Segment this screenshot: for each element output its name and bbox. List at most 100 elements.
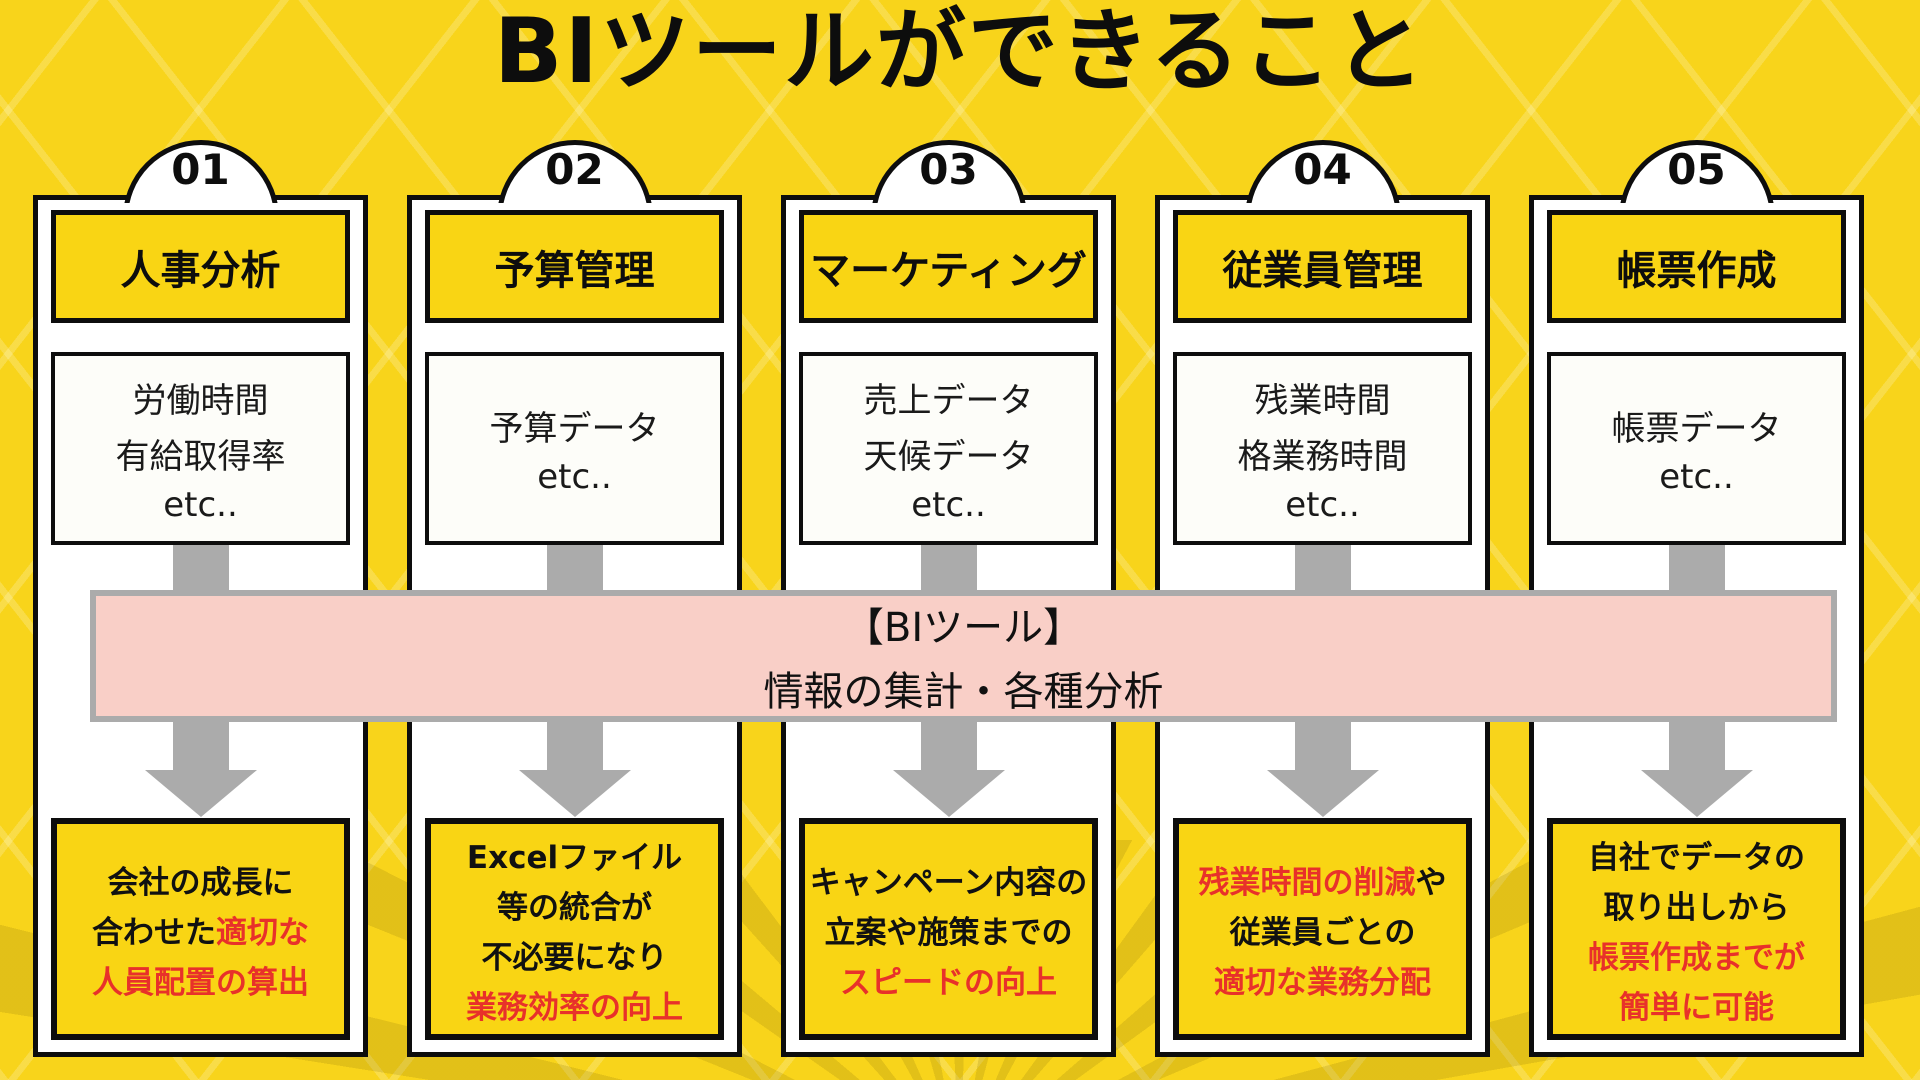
arrow-down-head bbox=[1640, 770, 1753, 817]
outcome-line: 不必要になり bbox=[482, 932, 668, 977]
outcome-box: 自社でデータの 取り出しから 帳票作成までが 簡単に可能 bbox=[1547, 818, 1846, 1040]
category-label: 従業員管理 bbox=[1222, 247, 1423, 294]
column-04-employee-management: 04 従業員管理 残業時間 格業務時間 etc.. 残業時間の削減や 従業員ごと… bbox=[1155, 140, 1490, 1057]
outcome-line: 会社の成長に bbox=[108, 857, 294, 902]
input-data-box: 残業時間 格業務時間 etc.. bbox=[1173, 352, 1472, 545]
outcome-line: 簡単に可能 bbox=[1619, 982, 1774, 1027]
outcome-line: 帳票作成までが bbox=[1588, 932, 1805, 977]
outcome-text-segment-red: 残業時間の削減 bbox=[1198, 864, 1416, 901]
outcome-text-segment-red: 人員配置の算出 bbox=[92, 964, 309, 1001]
category-label: 人事分析 bbox=[120, 247, 281, 294]
arrow-down-head bbox=[144, 770, 257, 817]
category-header: 帳票作成 bbox=[1547, 210, 1846, 323]
arrow-down-stem-lower bbox=[920, 720, 977, 772]
arrow-down-stem-upper bbox=[172, 545, 229, 595]
category-header: 従業員管理 bbox=[1173, 210, 1472, 323]
outcome-box: キャンペーン内容の 立案や施策までの スピードの向上 bbox=[799, 818, 1098, 1040]
outcome-text-segment: キャンペーン内容の bbox=[809, 864, 1088, 901]
input-item: 予算データ bbox=[489, 408, 660, 449]
outcome-line: 業務効率の向上 bbox=[466, 982, 683, 1027]
category-header: 予算管理 bbox=[425, 210, 724, 323]
outcome-line: 従業員ごとの bbox=[1230, 907, 1416, 952]
input-item: 格業務時間 bbox=[1237, 436, 1408, 477]
outcome-box: Excelファイル 等の統合が 不必要になり 業務効率の向上 bbox=[425, 818, 724, 1040]
outcome-text-segment: 立案や施策までの bbox=[824, 914, 1073, 951]
arrow-down-stem-upper bbox=[920, 545, 977, 595]
input-item: 天候データ bbox=[863, 436, 1034, 477]
arrow-down-head bbox=[1266, 770, 1379, 817]
input-data-box: 帳票データ etc.. bbox=[1547, 352, 1846, 545]
category-label: 予算管理 bbox=[494, 247, 655, 294]
outcome-text-segment: 会社の成長に bbox=[107, 864, 294, 901]
column-05-report-creation: 05 帳票作成 帳票データ etc.. 自社でデータの 取り出しから 帳票作成ま… bbox=[1529, 140, 1864, 1057]
outcome-line: 適切な業務分配 bbox=[1214, 957, 1431, 1002]
outcome-line: 合わせた適切な bbox=[92, 907, 309, 952]
arrow-down-stem-lower bbox=[1294, 720, 1351, 772]
outcome-line: 立案や施策までの bbox=[825, 907, 1073, 952]
input-item: 帳票データ bbox=[1611, 408, 1782, 449]
input-data-box: 予算データ etc.. bbox=[425, 352, 724, 545]
step-number: 04 bbox=[1293, 145, 1352, 194]
outcome-text-segment: 合わせた bbox=[92, 914, 216, 951]
step-number: 02 bbox=[545, 145, 604, 194]
outcome-text-segment-red: 帳票作成までが bbox=[1588, 939, 1805, 976]
input-item: etc.. bbox=[163, 484, 238, 525]
arrow-down-stem-lower bbox=[172, 720, 229, 772]
category-header: マーケティング bbox=[799, 210, 1098, 323]
outcome-line: 残業時間の削減や bbox=[1199, 857, 1447, 902]
input-data-box: 売上データ 天候データ etc.. bbox=[799, 352, 1098, 545]
category-label: マーケティング bbox=[810, 247, 1087, 294]
input-item: etc.. bbox=[911, 484, 986, 525]
step-number: 01 bbox=[171, 145, 230, 194]
outcome-line: Excelファイル bbox=[467, 832, 682, 877]
step-circle bbox=[116, 140, 286, 203]
step-number: 03 bbox=[919, 145, 978, 194]
arrow-down-stem-upper bbox=[1668, 545, 1725, 595]
input-item: 残業時間 bbox=[1254, 380, 1391, 421]
step-circle bbox=[864, 140, 1034, 203]
outcome-text-segment: 不必要になり bbox=[481, 939, 668, 976]
input-item: 労働時間 bbox=[132, 380, 269, 421]
outcome-line: 取り出しから bbox=[1604, 882, 1790, 927]
step-number: 05 bbox=[1667, 145, 1726, 194]
page-title: BIツールができること bbox=[493, 0, 1427, 104]
input-item: 有給取得率 bbox=[115, 436, 286, 477]
outcome-text-segment-red: 適切な bbox=[216, 914, 309, 951]
outcome-box: 残業時間の削減や 従業員ごとの 適切な業務分配 bbox=[1173, 818, 1472, 1040]
arrow-down-stem-upper bbox=[546, 545, 603, 595]
outcome-text-segment: 等の統合が bbox=[497, 889, 652, 926]
bi-tool-band: 【BIツール】 情報の集計・各種分析 bbox=[90, 590, 1837, 722]
outcome-text-segment-red: スピードの向上 bbox=[840, 964, 1057, 1001]
outcome-line: キャンペーン内容の bbox=[810, 857, 1087, 902]
outcome-line: 人員配置の算出 bbox=[92, 957, 309, 1002]
outcome-line: 等の統合が bbox=[497, 882, 652, 927]
outcome-text-segment: 自社でデータの bbox=[1588, 839, 1805, 876]
input-item: etc.. bbox=[1285, 484, 1360, 525]
outcome-text-segment: 従業員ごとの bbox=[1229, 914, 1416, 951]
bi-tool-band-title: 【BIツール】 bbox=[843, 605, 1084, 651]
input-item: etc.. bbox=[1659, 456, 1734, 497]
bi-tool-band-subtitle: 情報の集計・各種分析 bbox=[763, 669, 1164, 715]
category-header: 人事分析 bbox=[51, 210, 350, 323]
outcome-line: スピードの向上 bbox=[840, 957, 1057, 1002]
outcome-line: 自社でデータの bbox=[1588, 832, 1805, 877]
outcome-text-segment: 取り出しから bbox=[1603, 889, 1790, 926]
input-item: 売上データ bbox=[863, 380, 1034, 421]
arrow-down-stem-upper bbox=[1294, 545, 1351, 595]
arrow-down-stem-lower bbox=[546, 720, 603, 772]
step-circle bbox=[1238, 140, 1408, 203]
outcome-text-segment-red: 業務効率の向上 bbox=[466, 989, 683, 1026]
step-circle bbox=[490, 140, 660, 203]
input-data-box: 労働時間 有給取得率 etc.. bbox=[51, 352, 350, 545]
outcome-text-segment-red: 適切な業務分配 bbox=[1214, 964, 1431, 1001]
outcome-text-segment: や bbox=[1415, 864, 1447, 901]
arrow-down-stem-lower bbox=[1668, 720, 1725, 772]
arrow-down-head bbox=[518, 770, 631, 817]
outcome-text-segment: Excelファイル bbox=[466, 839, 683, 876]
step-circle bbox=[1612, 140, 1782, 203]
category-label: 帳票作成 bbox=[1616, 247, 1777, 294]
outcome-box: 会社の成長に 合わせた適切な 人員配置の算出 bbox=[51, 818, 350, 1040]
arrow-down-head bbox=[892, 770, 1005, 817]
outcome-text-segment-red: 簡単に可能 bbox=[1619, 989, 1774, 1026]
